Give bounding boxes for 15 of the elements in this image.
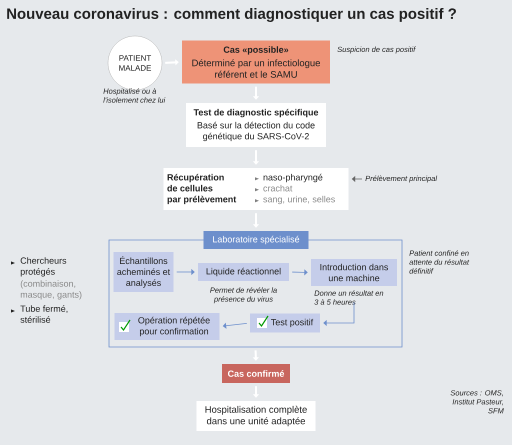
process-box: Échantillons acheminés et analysés bbox=[114, 252, 174, 292]
process-box: Liquide réactionnel bbox=[198, 263, 289, 281]
list-item: Chercheurs protégés bbox=[20, 257, 66, 276]
process-box: Récupération de cellules par prélèvement naso-pharyngé crachat sang, urine, selles bbox=[164, 168, 348, 210]
arrow bbox=[222, 322, 248, 329]
process-box: Test de diagnostic spécifique Basé sur la détection du code génétique du SARS-CoV-2 bbox=[186, 103, 326, 147]
result-box: Cas confirmé bbox=[222, 364, 290, 383]
process-box: Introduction dans une machine bbox=[311, 259, 397, 286]
process-box: Opération répétée pour confirmation bbox=[114, 313, 220, 340]
list-item: Tube fermé, stérilisé bbox=[20, 305, 68, 323]
process-box: Cas «possible» Déterminé par un infectiologue référent et le SAMU bbox=[182, 40, 330, 84]
process-box: Hospitalisation complète dans une unité adaptée bbox=[196, 401, 316, 431]
title: Nouveau coronavirus : comment diagnostiquer un cas positif ? bbox=[7, 8, 456, 22]
arrow bbox=[323, 302, 354, 326]
list-item: (combinaison, masque, gants) bbox=[20, 280, 82, 300]
